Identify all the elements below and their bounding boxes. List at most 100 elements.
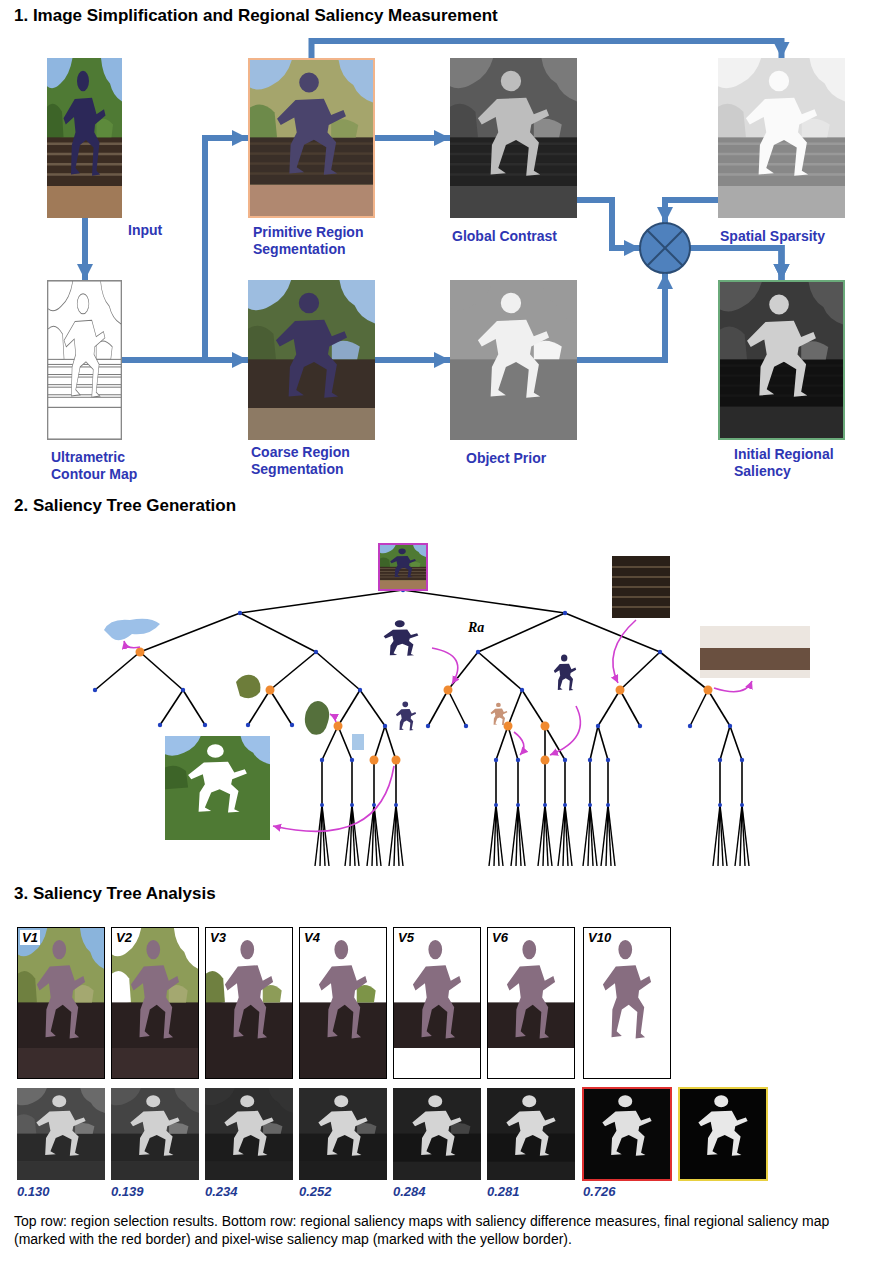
tree-branch [730,726,742,760]
patch-region [263,985,282,1002]
sky-region [268,1088,293,1113]
ground-region [450,408,577,440]
person-region [277,72,346,174]
person-region [131,940,179,1038]
background-region [47,58,122,218]
person-region [64,71,106,176]
region-image [47,58,122,218]
tree-branch [315,805,322,866]
tree-branch [741,760,743,805]
region-image [248,280,375,440]
tree-node [464,724,468,728]
person-region [318,1095,367,1155]
sky-region [80,928,104,969]
image-node: Object Prior [450,280,577,440]
tree-node [718,803,722,807]
selection-arrow [550,706,580,755]
ground-region [718,186,845,218]
person-region [491,703,508,725]
region-image [720,282,843,438]
tree-node [203,723,207,727]
tree-region [450,104,478,140]
bleacher-region [488,1002,574,1048]
person-region [396,702,416,731]
sky-region [47,58,73,88]
bleacher-region [112,1002,198,1048]
background-region [584,928,670,1078]
patch-region [75,985,94,1002]
tree-branch [544,760,546,805]
bleacher-region [48,359,121,407]
person-region [36,1095,85,1155]
tree-node [606,803,610,807]
patch-region [357,985,376,1002]
tree-node [320,803,324,807]
tree-branch [608,805,615,866]
ground-region [17,1162,105,1180]
ground-region [206,1048,292,1078]
region-image [300,928,386,1078]
person-region [507,940,555,1038]
selection-panel: V10 [583,927,671,1079]
tree-branch [389,805,396,866]
tree-branch [601,805,608,866]
bleacher-region [450,359,577,408]
tree-node [596,724,600,728]
tree-branch [589,760,591,805]
sky-region [720,282,762,311]
background-region [165,736,270,840]
bleacher-region [17,1134,105,1162]
tree-branch [489,805,496,866]
tree-node [494,758,498,762]
bleacher-stripe [47,173,122,176]
tree-branch [558,805,565,866]
tree-branch [394,805,396,866]
tree-node [93,688,97,692]
tree-branch [321,760,323,805]
tree-branch [508,690,522,726]
background-region [488,928,574,1078]
bleacher-region [111,1134,199,1162]
tree-node [181,688,185,692]
root-frame [379,544,427,590]
tree-branch [598,690,620,726]
bleacher-region [205,1134,293,1162]
tree-branch [545,726,565,760]
bleacher-stripe [718,142,845,145]
bleacher-region [250,137,373,184]
score-value: 0.284 [393,1184,426,1199]
bleacher-stripe [250,162,373,164]
region-image [488,928,574,1078]
tree-node [740,803,744,807]
tree-branch [735,805,742,866]
tree-region [380,558,390,568]
background-region [112,928,198,1078]
tree-branch [606,805,608,866]
patch-region [410,562,420,567]
bleacher-region [18,1002,104,1048]
multiply-cross [647,230,682,265]
input-arrowhead [657,207,673,223]
tree-branch [95,652,140,690]
bleacher-region [718,137,845,186]
tree-branch [517,760,519,805]
saliency-map [393,1088,481,1180]
bleacher-stripe [612,606,670,608]
panel-label: V4 [302,930,322,945]
node-label: Spatial Sparsity [720,228,845,245]
patch-region [801,341,828,359]
tree-node [476,650,480,654]
sky-region [339,60,373,102]
selected-tree-node [334,722,343,731]
tree-branch [720,805,727,866]
score-value: 0.252 [299,1184,332,1199]
tree-region [250,105,277,140]
region-thumbnail [396,702,416,731]
sky-region [380,545,396,553]
node-label: Global Contrast [452,228,577,245]
person-region [37,940,85,1038]
saliency-map [679,1088,767,1180]
tree-branch [345,805,352,866]
tree-node [158,723,162,727]
tree-branch [320,805,322,866]
